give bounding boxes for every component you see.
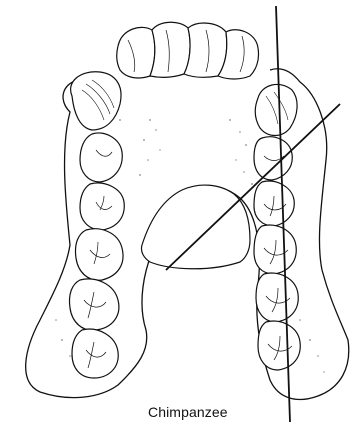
left-premolar-1	[80, 133, 122, 182]
left-tooth-row	[69, 133, 124, 378]
left-molar-3	[72, 329, 118, 378]
incisor-right-inner	[184, 23, 227, 77]
left-premolar-2	[80, 183, 124, 230]
incisor-left-inner	[150, 22, 190, 77]
right-premolar-2	[254, 181, 294, 226]
right-tooth-row	[254, 137, 300, 370]
canine-right	[255, 84, 297, 135]
left-molar-1	[75, 229, 123, 280]
canine-left	[71, 72, 121, 130]
figure-caption: Chimpanzee	[148, 404, 228, 420]
canines	[71, 72, 297, 136]
incisors	[117, 22, 259, 79]
left-molar-2	[69, 279, 118, 330]
lingual-arch	[141, 185, 250, 269]
incisor-left-outer	[117, 27, 155, 78]
right-premolar-1	[254, 137, 292, 180]
